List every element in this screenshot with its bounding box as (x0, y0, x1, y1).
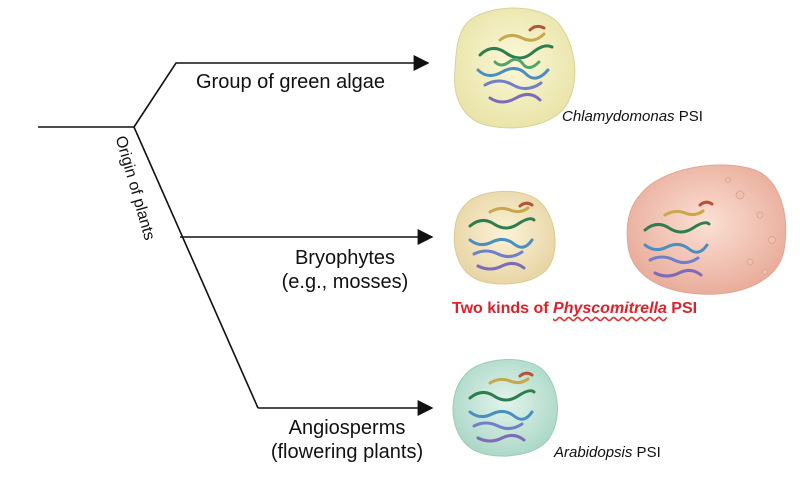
caption-chlamydomonas-suffix: PSI (674, 108, 703, 125)
caption-arabidopsis-species: Arabidopsis (554, 444, 633, 461)
physcomitrella-psi-structure-1-icon (453, 190, 556, 285)
caption-physcomitrella-suffix: PSI (666, 300, 698, 317)
branch-label-bryophytes: Bryophytes (e.g., mosses) (260, 246, 430, 294)
algae-label-line: Group of green algae (196, 71, 386, 93)
branch-label-angiosperms: Angiosperms (flowering plants) (262, 416, 432, 464)
chlamydomonas-psi-structure-icon (454, 7, 576, 129)
caption-arabidopsis-suffix: PSI (632, 444, 661, 461)
caption-physcomitrella-prefix: Two kinds of (452, 300, 554, 317)
caption-chlamydomonas: Chlamydomonas PSI (562, 108, 703, 126)
caption-chlamydomonas-species: Chlamydomonas (562, 108, 675, 125)
main-diagonal (133, 126, 259, 409)
caption-physcomitrella: Two kinds of Physcomitrella PSI (452, 300, 697, 318)
branch-label-algae: Group of green algae (196, 70, 426, 94)
tree-lines (38, 55, 434, 416)
bryophytes-label-line-1: Bryophytes (294, 247, 396, 269)
physcomitrella-psi-structure-2-icon (626, 164, 787, 295)
caption-physcomitrella-species: Physcomitrella (553, 300, 667, 317)
angiosperms-label-line-1: Angiosperms (288, 417, 406, 439)
angiosperms-label-line-2: (flowering plants) (270, 441, 424, 463)
bryophytes-label-line-2: (e.g., mosses) (281, 271, 409, 293)
caption-arabidopsis: Arabidopsis PSI (554, 444, 661, 462)
arabidopsis-psi-structure-icon (452, 359, 558, 457)
branch-algae (133, 55, 430, 128)
